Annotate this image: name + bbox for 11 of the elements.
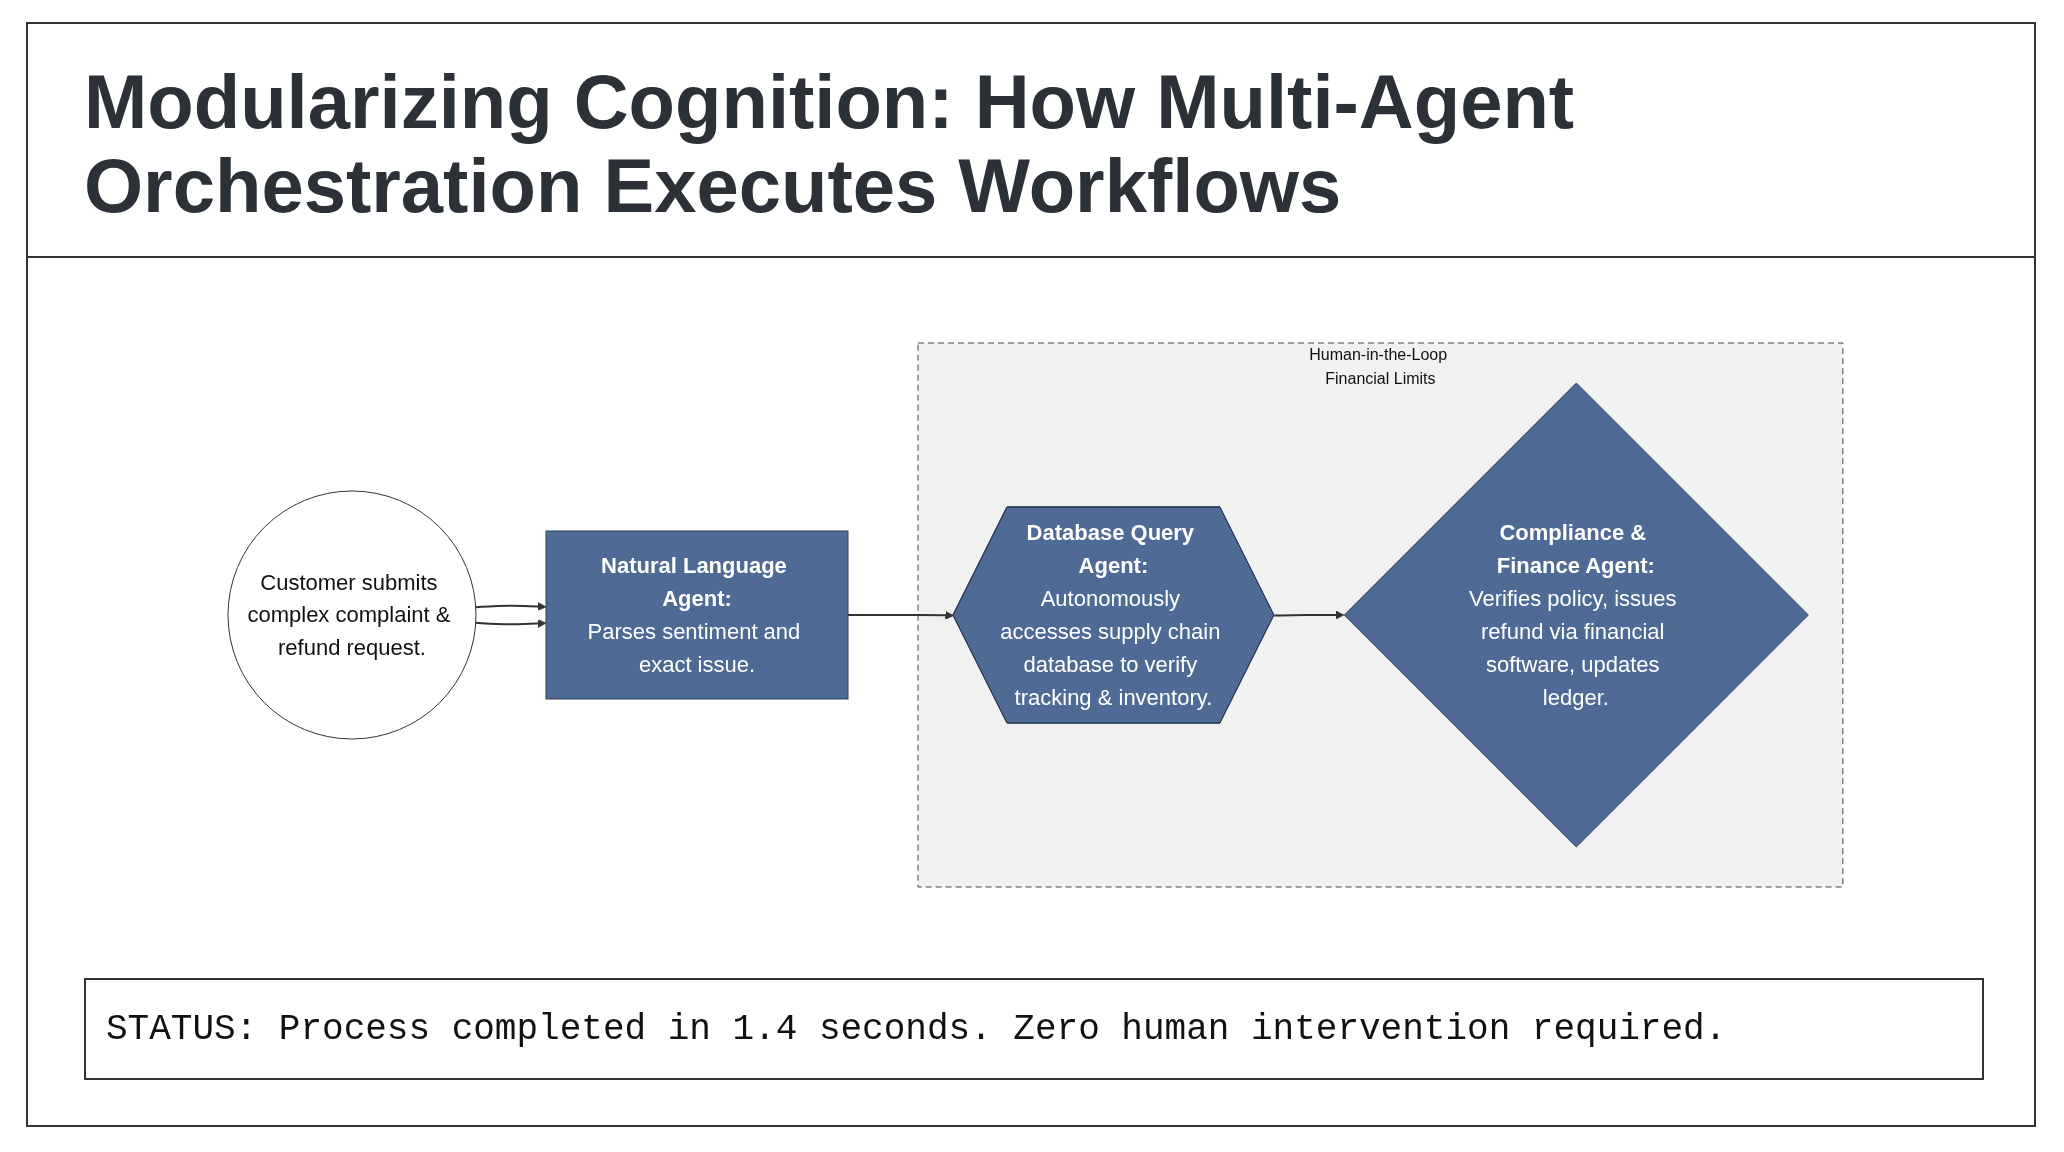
node-diamond — [1343, 382, 1809, 848]
arrow — [1272, 610, 1344, 620]
title: Modularizing Cognition: How Multi-Agent Orchestration Executes Workflows — [84, 60, 1576, 228]
arrow — [846, 611, 954, 620]
node-circle — [227, 490, 477, 740]
cluster — [917, 342, 1843, 888]
status-banner: STATUS: Process completed in 1.4 seconds. Zero human intervention required. — [84, 978, 1984, 1080]
arrow — [474, 602, 546, 611]
node-box — [545, 530, 849, 700]
flowchart: Human-in-the-Loop Financial Limits Customer submits complex complaint & refund request. Natural Language Agent: Parses sentiment and exact issue. Database Query Agent: Autonomously accesses supply chain database to verify tracking & inventory. Compliance & Finance Agent: Verifies policy, issues refund via financial software, updates ledger. — [219, 275, 1851, 955]
arrow — [474, 619, 546, 628]
